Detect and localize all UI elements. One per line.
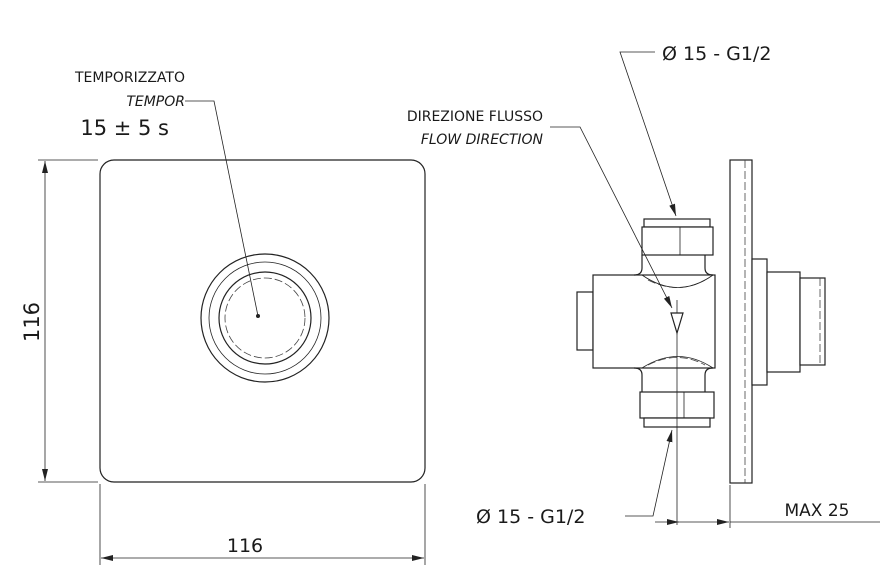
timer-label-it: TEMPORIZZATO <box>74 70 185 86</box>
timer-label-en: TEMPOR <box>126 94 185 110</box>
front-view: 116 116 TEMPORIZZATO TEMPOR 15 ± 5 s <box>20 70 426 565</box>
valve-body <box>592 274 716 369</box>
max-depth-dimension: MAX 25 <box>785 501 850 521</box>
top-nut-cap <box>643 218 711 228</box>
inlet-top-label: Ø 15 - G1/2 <box>662 43 771 65</box>
top-nut <box>641 226 714 256</box>
height-dimension: 116 <box>20 302 44 342</box>
wall-plate <box>729 159 753 484</box>
top-neck <box>633 255 714 276</box>
timer-leader <box>185 100 259 317</box>
flow-leader <box>550 126 673 309</box>
button-housing <box>766 271 801 373</box>
inlet-top-leader <box>619 51 677 217</box>
flow-label-en: FLOW DIRECTION <box>421 132 544 148</box>
button-ring-inner <box>218 271 312 365</box>
inlet-bottom-label: Ø 15 - G1/2 <box>476 506 585 528</box>
button-ring-mid <box>208 261 322 375</box>
left-stub <box>576 291 594 351</box>
cover-plate <box>99 159 426 483</box>
neck-curve <box>641 356 714 369</box>
hidden-line <box>647 357 706 366</box>
flow-direction-icon <box>670 312 684 336</box>
button-flange <box>751 258 768 386</box>
side-view: Ø 15 - G1/2 DIREZIONE FLUSSO FLOW DIRECT… <box>407 43 880 528</box>
flow-label-it: DIREZIONE FLUSSO <box>407 109 543 125</box>
push-button <box>224 277 306 359</box>
button-ring-outer <box>200 253 330 383</box>
neck-curve <box>641 274 714 288</box>
inlet-bottom-leader <box>625 429 673 517</box>
push-button-side <box>799 277 826 366</box>
width-dimension: 116 <box>227 535 263 557</box>
timer-value: 15 ± 5 s <box>80 116 169 140</box>
bottom-neck <box>633 367 714 392</box>
hidden-line <box>647 279 706 288</box>
